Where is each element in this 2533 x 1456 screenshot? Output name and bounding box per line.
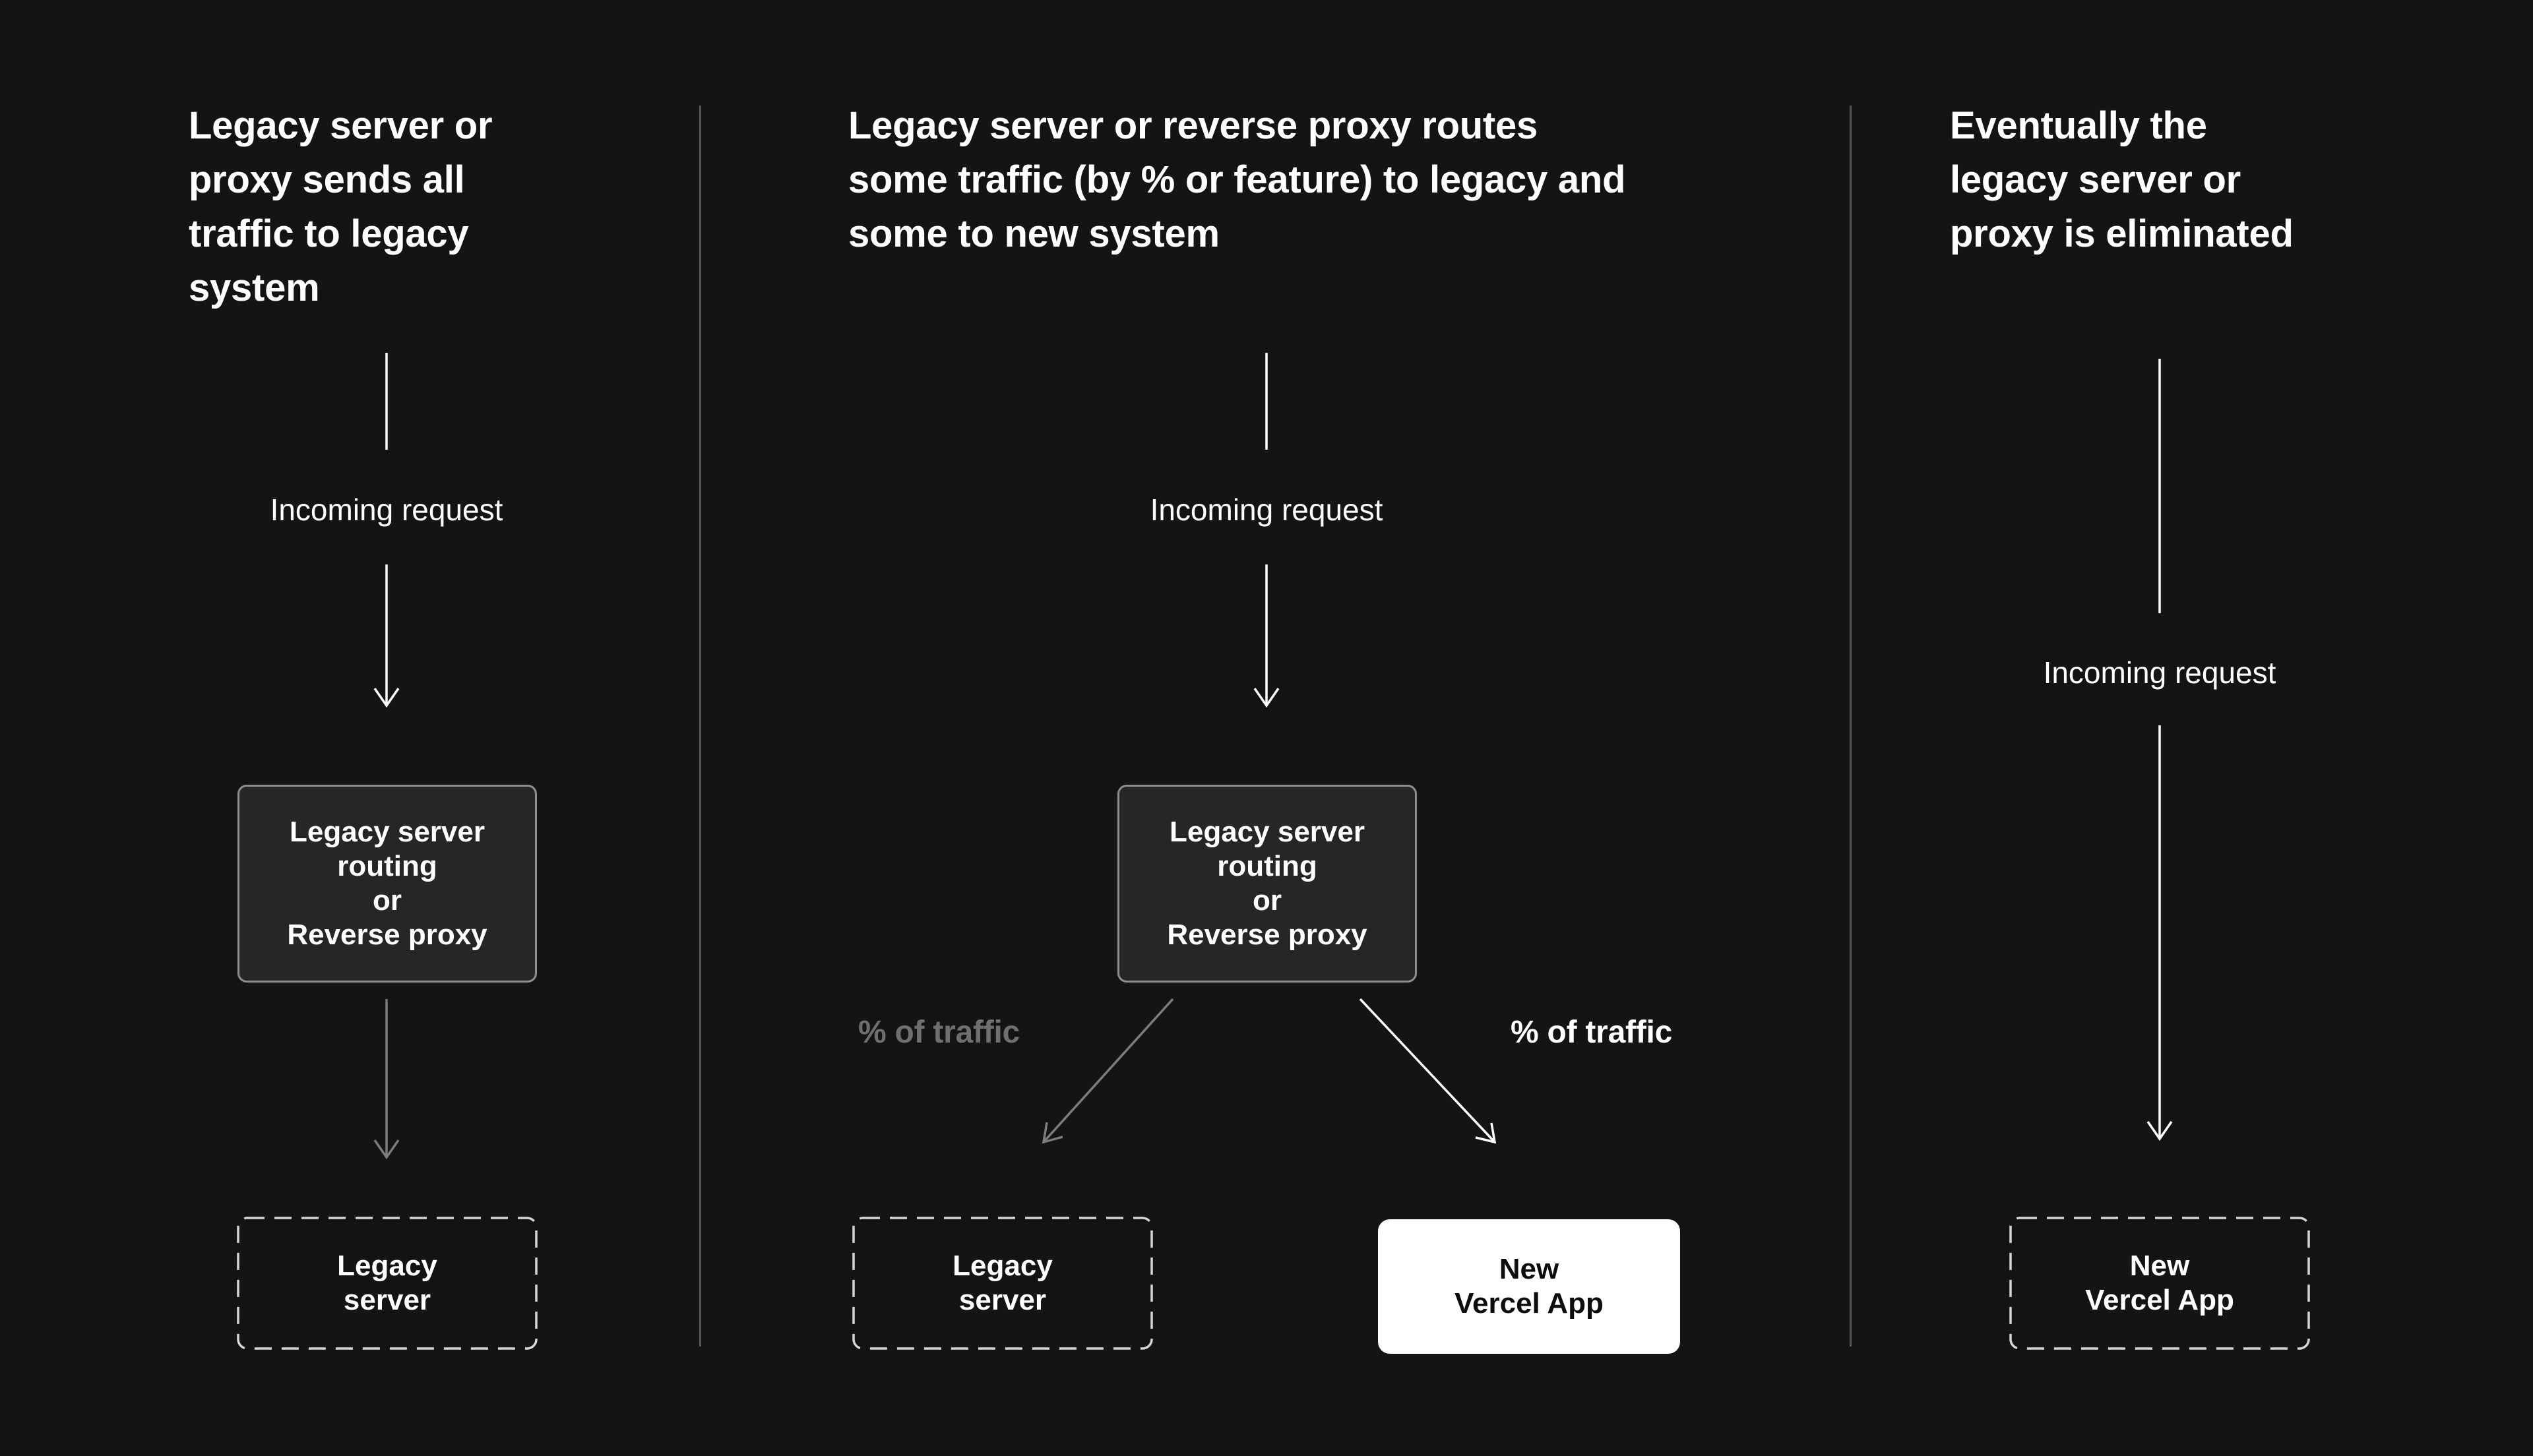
col2-diagonal-arrow-right-icon <box>1359 998 1497 1144</box>
dashed-border <box>2009 1217 2310 1350</box>
col1-legacy-server-box-label: Legacy server <box>337 1250 437 1316</box>
col1-legacy-server-box: Legacy server <box>237 1217 538 1350</box>
col2-legacy-server-box-label: Legacy server <box>953 1250 1053 1316</box>
col1-legacy-router-box-label: Legacy server routing or Reverse proxy <box>287 816 487 951</box>
col3-arrow-down-icon <box>2146 725 2173 1141</box>
col3-new-vercel-app-box: New Vercel App <box>2009 1217 2310 1350</box>
col1-heading: Legacy server or proxy sends all traffic… <box>189 104 493 309</box>
col2-percent-of-traffic-label-right: % of traffic <box>1511 1015 1673 1050</box>
col2-percent-of-traffic-label-left: % of traffic <box>858 1015 1020 1050</box>
dashed-border <box>852 1217 1153 1350</box>
col2-legacy-router-box: Legacy server routing or Reverse proxy <box>1117 785 1417 983</box>
col2-new-vercel-app-box: New Vercel App <box>1378 1219 1680 1354</box>
col1-legacy-router-box: Legacy server routing or Reverse proxy <box>237 785 537 983</box>
col2-new-vercel-app-box-label: New Vercel App <box>1454 1253 1604 1320</box>
col2-legacy-server-box: Legacy server <box>852 1217 1153 1350</box>
col2-diagonal-arrow-left-icon <box>1042 998 1174 1144</box>
dashed-border <box>237 1217 538 1350</box>
col2-incoming-request-label: Incoming request <box>1150 493 1383 527</box>
column-divider-left <box>699 106 701 1347</box>
col1-gray-arrow-down-icon <box>373 999 400 1160</box>
col2-legacy-router-box-label: Legacy server routing or Reverse proxy <box>1167 816 1367 951</box>
col1-incoming-request-label: Incoming request <box>270 493 503 527</box>
column-divider-right <box>1850 106 1852 1347</box>
col1-arrow-down-icon <box>373 564 400 708</box>
col3-incoming-request-label: Incoming request <box>2043 655 2276 690</box>
col3-heading: Eventually the legacy server or proxy is… <box>1950 104 2294 255</box>
col2-arrow-down-icon <box>1253 564 1280 708</box>
col2-heading: Legacy server or reverse proxy routes so… <box>848 104 1626 255</box>
col3-new-vercel-app-box-label: New Vercel App <box>2085 1250 2234 1316</box>
